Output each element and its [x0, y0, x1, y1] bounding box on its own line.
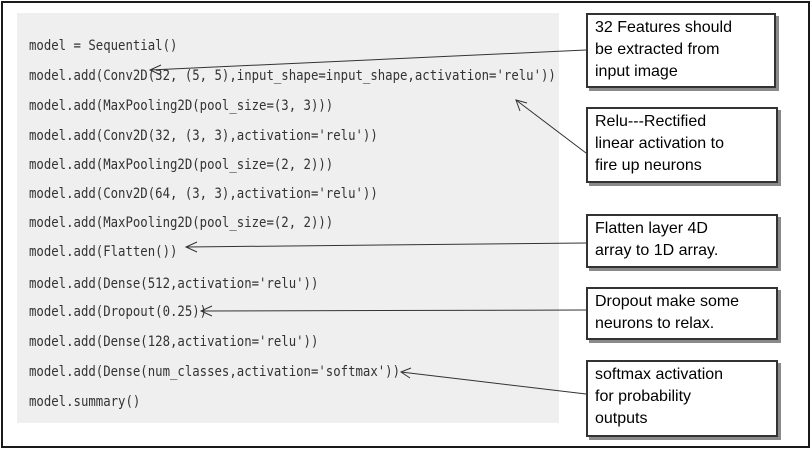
arrowhead-dropout [199, 305, 213, 317]
code-panel [17, 13, 559, 423]
annotation-features-line-3: input image [595, 63, 678, 80]
annotation-dropout-line-2: neurons to relax. [595, 315, 715, 332]
code-line-maxpool-3: model.add(MaxPooling2D(pool_size=(2, 2))… [29, 215, 334, 231]
annotation-dropout-line-1: Dropout make some [595, 293, 740, 310]
code-line-summary: model.summary() [29, 394, 141, 410]
annotation-relu-line-3: fire up neurons [595, 157, 702, 174]
arrow-softmax [400, 371, 587, 395]
code-line-dense-512: model.add(Dense(512,activation='relu')) [29, 276, 319, 292]
code-line-conv2d-1: model.add(Conv2D(32, (5, 5),input_shape=… [29, 68, 556, 84]
code-line-conv2d-3: model.add(Conv2D(64, (3, 3),activation='… [29, 186, 378, 202]
annotation-flatten: Flatten layer 4D array to 1D array. [586, 214, 778, 268]
annotation-features: 32 Features should be extracted from inp… [586, 13, 776, 88]
arrow-flatten [185, 242, 587, 248]
annotation-features-line-1: 32 Features should [595, 19, 732, 36]
annotation-flatten-line-1: Flatten layer 4D [595, 220, 708, 237]
arrow-relu [515, 99, 587, 154]
code-line-conv2d-2: model.add(Conv2D(32, (3, 3),activation='… [29, 128, 378, 144]
code-line-maxpool-1: model.add(MaxPooling2D(pool_size=(3, 3))… [29, 98, 334, 114]
arrowhead-features [148, 64, 162, 76]
annotation-relu-line-1: Relu---Rectified [595, 113, 707, 130]
annotation-dropout: Dropout make some neurons to relax. [586, 287, 778, 340]
annotation-softmax-line-1: softmax activation [595, 366, 724, 383]
annotation-flatten-line-2: array to 1D array. [595, 242, 719, 259]
code-line-dense-softmax: model.add(Dense(num_classes,activation='… [29, 364, 401, 380]
arrowhead-softmax [399, 367, 412, 379]
code-line-model-sequential: model = Sequential() [29, 38, 178, 54]
code-line-flatten: model.add(Flatten()) [29, 244, 178, 260]
annotation-softmax-line-3: outputs [595, 410, 648, 427]
arrow-dropout [200, 309, 587, 312]
annotation-softmax-line-2: for probability [595, 388, 692, 405]
arrowhead-relu [515, 99, 528, 112]
annotation-relu: Relu---Rectified linear activation to fi… [586, 107, 778, 183]
arrowhead-flatten [184, 241, 198, 253]
annotation-relu-line-2: linear activation to [595, 135, 724, 152]
code-line-dropout: model.add(Dropout(0.25)) [29, 304, 208, 320]
code-line-maxpool-2: model.add(MaxPooling2D(pool_size=(2, 2))… [29, 157, 334, 173]
code-line-dense-128: model.add(Dense(128,activation='relu')) [29, 334, 319, 350]
annotation-features-line-2: be extracted from [595, 41, 720, 58]
annotation-softmax: softmax activation for probability outpu… [586, 360, 778, 437]
arrow-features [149, 49, 587, 71]
